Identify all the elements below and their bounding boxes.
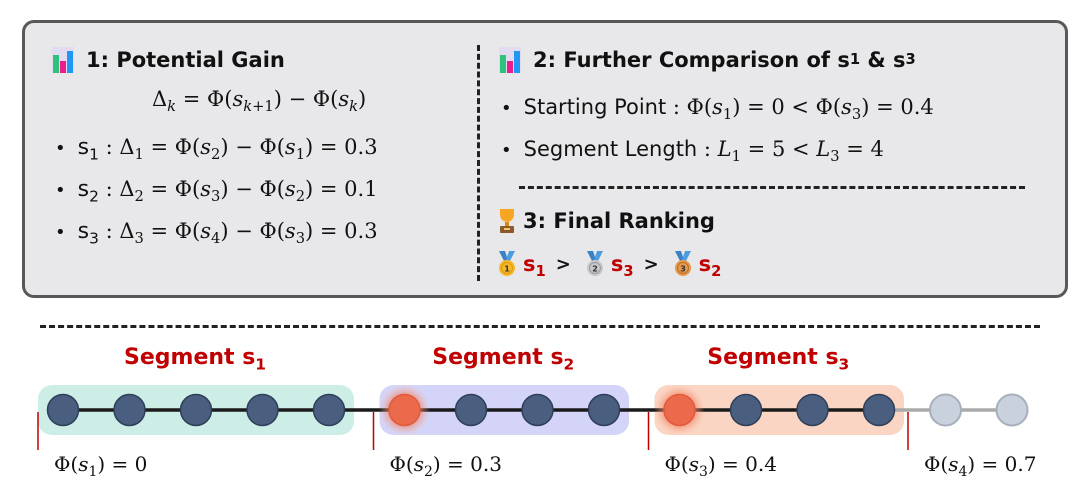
gain-equation: : Δ1 = Φ(s2) − Φ(s1) = 0.3 [98, 135, 378, 164]
vertical-divider [477, 45, 480, 281]
ranked-segment: s2 [698, 252, 722, 281]
svg-text:2: 2 [592, 265, 598, 274]
potential-gain-formula: Δk = Φ(sk+1) − Φ(sk) [152, 87, 367, 116]
bronze-medal-icon: 3 [674, 251, 691, 276]
chain-node [179, 393, 213, 427]
segment-title: Segment s2 [432, 345, 575, 374]
segment-chain [37, 384, 1029, 450]
phi-label: Φ(s3) = 0.4 [664, 452, 777, 480]
chain-node [454, 393, 488, 427]
gain-item: • s1 : Δ1 = Φ(s2) − Φ(s1) = 0.3 [55, 135, 378, 164]
phi-marker-line [37, 412, 39, 450]
segment-title: Segment s1 [124, 345, 267, 374]
bullet-dot: • [501, 140, 512, 161]
future-node [995, 393, 1029, 427]
svg-text:1: 1 [504, 265, 510, 274]
chain-node [796, 393, 829, 427]
bullet-dot: • [55, 180, 66, 201]
ranking-item: 2 s3 [585, 251, 634, 281]
section-potential-gain-heading: 1: Potential Gain [52, 47, 285, 73]
section-2-title-mid: & s [860, 48, 906, 72]
value: 0.4 [900, 95, 934, 119]
value: 4 [870, 137, 884, 161]
segment-name: s1 [77, 135, 99, 164]
segment-title: Segment s3 [707, 345, 850, 374]
phi-label: Φ(s1) = 0 [54, 452, 148, 480]
phi-marker-line [647, 412, 650, 450]
svg-text:3: 3 [680, 265, 686, 274]
chain-node [113, 393, 146, 427]
sub: 1 [722, 106, 733, 124]
bullet-dot: • [501, 98, 512, 119]
ranked-segment: s3 [610, 252, 634, 281]
value: 0 [771, 95, 785, 119]
bar-chart-icon [52, 47, 74, 73]
value: 5 [771, 137, 786, 161]
section-3-title: 3: Final Ranking [523, 209, 715, 233]
gain-item: • s3 : Δ3 = Φ(s4) − Φ(s3) = 0.3 [55, 219, 378, 248]
greater-than-separator: > [643, 253, 659, 275]
bar-chart-icon [499, 47, 521, 73]
ranking-row: 1 s1 >2 s3 >3 s2 [497, 251, 722, 281]
gold-medal-icon: 1 [499, 251, 515, 276]
chain-node [246, 393, 279, 427]
starting-point-equation: : Φ(s1) = 0 < Φ(s3) = 0.4 [666, 95, 934, 124]
chain-node [587, 393, 621, 427]
gain-item: • s2 : Δ2 = Φ(s3) − Φ(s2) = 0.1 [55, 177, 378, 206]
silver-medal-icon: 2 [586, 251, 603, 276]
sub: 3 [830, 148, 840, 166]
section-2-title: 2: Further Comparison of s [533, 48, 850, 72]
phi-label: Φ(s2) = 0.3 [389, 452, 502, 480]
sub: 3 [851, 106, 862, 124]
starting-point-label: Starting Point [523, 95, 667, 119]
segment-start-node [388, 393, 421, 427]
sub: 1 [731, 148, 741, 166]
gain-equation: : Δ3 = Φ(s4) − Φ(s3) = 0.3 [98, 219, 378, 248]
phi-label: Φ(s4) = 0.7 [924, 452, 1037, 480]
chain-node [46, 393, 80, 427]
segment-name: s3 [77, 219, 99, 248]
phi-marker-line [907, 412, 909, 450]
section-1-title: 1: Potential Gain [86, 48, 285, 72]
segment-length-item: • Segment Length : L1 = 5 < L3 = 4 [501, 137, 884, 166]
segment-start-node [663, 393, 696, 427]
ranking-item: 1 s1 [497, 251, 546, 281]
gain-equation: : Δ2 = Φ(s3) − Φ(s2) = 0.1 [98, 177, 378, 206]
future-node [929, 393, 962, 427]
section-ranking-heading: 3: Final Ranking [497, 208, 715, 234]
chain-node [729, 393, 763, 427]
k-subscript: k [167, 98, 177, 116]
segment-length-equation: : L1 = 5 < L3 = 4 [697, 137, 884, 166]
chain-node [521, 393, 554, 427]
phi-marker-line [372, 412, 375, 450]
segment-name: s2 [77, 177, 99, 206]
inner-horizontal-divider [519, 186, 1025, 189]
ranked-segment: s1 [523, 252, 546, 281]
greater-than-separator: > [555, 253, 571, 275]
trophy-icon [500, 209, 514, 233]
chain-node [862, 393, 896, 427]
ranking-item: 3 s2 [673, 251, 722, 281]
analysis-panel: 1: Potential Gain Δk = Φ(sk+1) − Φ(sk) •… [22, 20, 1068, 298]
chain-node [312, 393, 346, 427]
delta-symbol: Δ [152, 87, 168, 111]
bullet-dot: • [55, 138, 66, 159]
starting-point-item: • Starting Point : Φ(s1) = 0 < Φ(s3) = 0… [501, 95, 934, 124]
section-divider [40, 325, 1040, 328]
bullet-dot: • [55, 222, 66, 243]
segment-length-label: Segment Length [523, 137, 698, 161]
